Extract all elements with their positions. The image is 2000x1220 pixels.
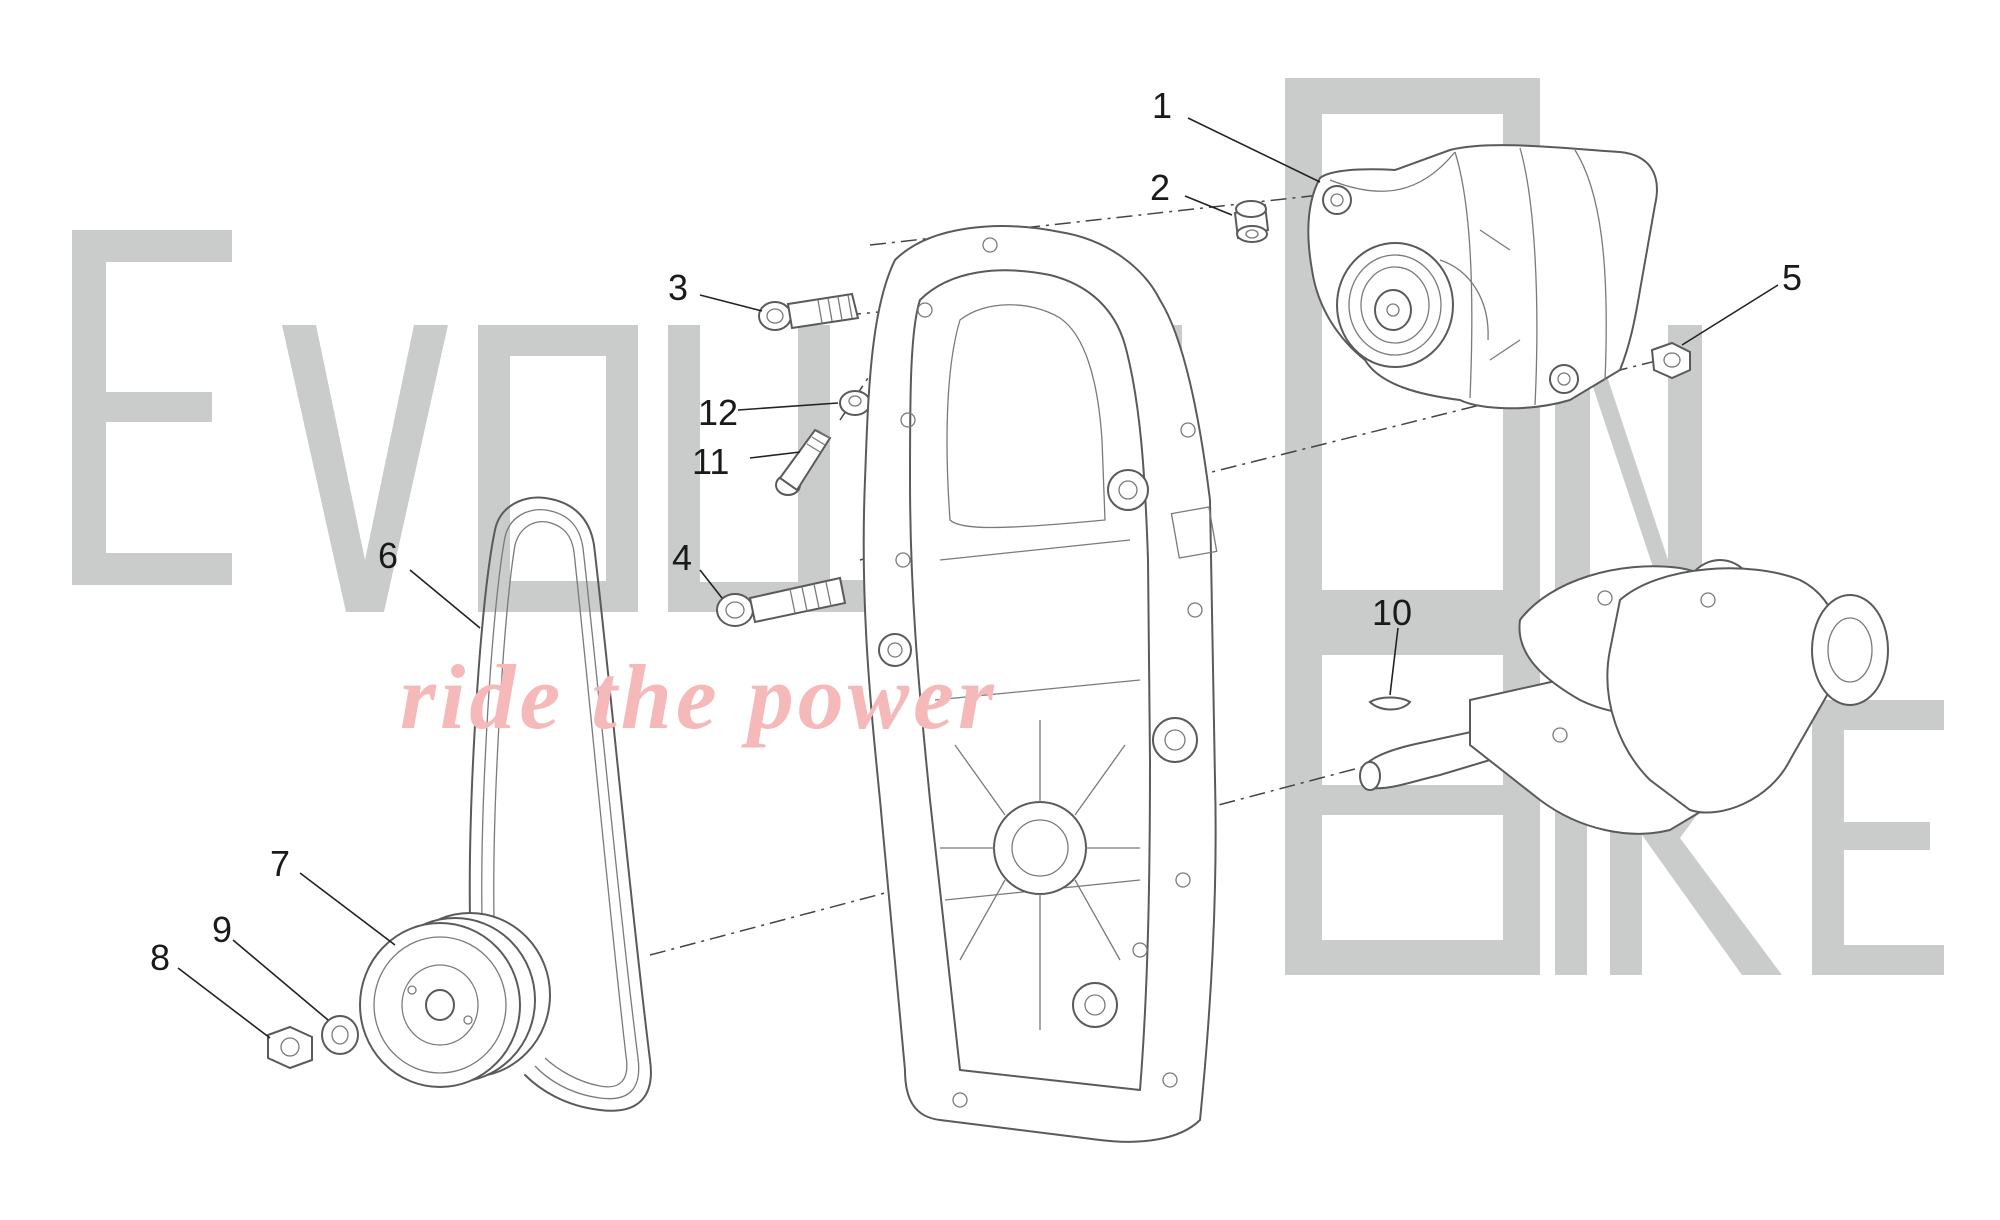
nut-alternator — [1650, 341, 1691, 380]
callout-2: 2 — [1150, 167, 1170, 208]
screw-long-lower — [716, 576, 847, 627]
watermark-tagline: ride the power — [400, 646, 998, 748]
callout-1: 1 — [1152, 85, 1172, 126]
callout-4: 4 — [672, 537, 692, 578]
drive-belt — [468, 496, 652, 1112]
watermark-letter-e-2 — [1812, 700, 1944, 975]
callout-12: 12 — [698, 392, 738, 433]
watermark-letter-e — [72, 230, 232, 585]
callout-5: 5 — [1782, 257, 1802, 298]
woodruff-key — [1368, 696, 1412, 711]
nut-pulley — [267, 1025, 313, 1070]
crankshaft-pulley — [359, 912, 551, 1088]
callout-10: 10 — [1372, 592, 1412, 633]
watermark-letter-v — [282, 325, 448, 612]
bush — [1233, 200, 1270, 243]
callout-labels: 1 2 3 4 5 6 7 8 9 10 11 12 — [150, 85, 1802, 978]
callout-9: 9 — [212, 909, 232, 950]
timing-cover — [862, 225, 1218, 1143]
callout-6: 6 — [378, 535, 398, 576]
screw-long-upper — [758, 292, 860, 331]
watermark-letter-b-large — [1285, 620, 1540, 975]
alternator — [1307, 144, 1658, 410]
stud-bolt — [775, 428, 832, 496]
callout-11: 11 — [692, 441, 729, 482]
callout-7: 7 — [270, 843, 290, 884]
watermark-letter-o-large — [1285, 78, 1540, 626]
callout-8: 8 — [150, 937, 170, 978]
watermark-letter-n — [1555, 325, 1702, 612]
tagline-text: ride the power — [400, 646, 998, 748]
watermark-letter-o — [478, 325, 638, 612]
washer-pulley — [321, 1015, 359, 1055]
callout-3: 3 — [668, 267, 688, 308]
washer-small — [839, 390, 871, 416]
crankshaft — [1359, 559, 1889, 835]
leader-lines — [177, 117, 1779, 1039]
